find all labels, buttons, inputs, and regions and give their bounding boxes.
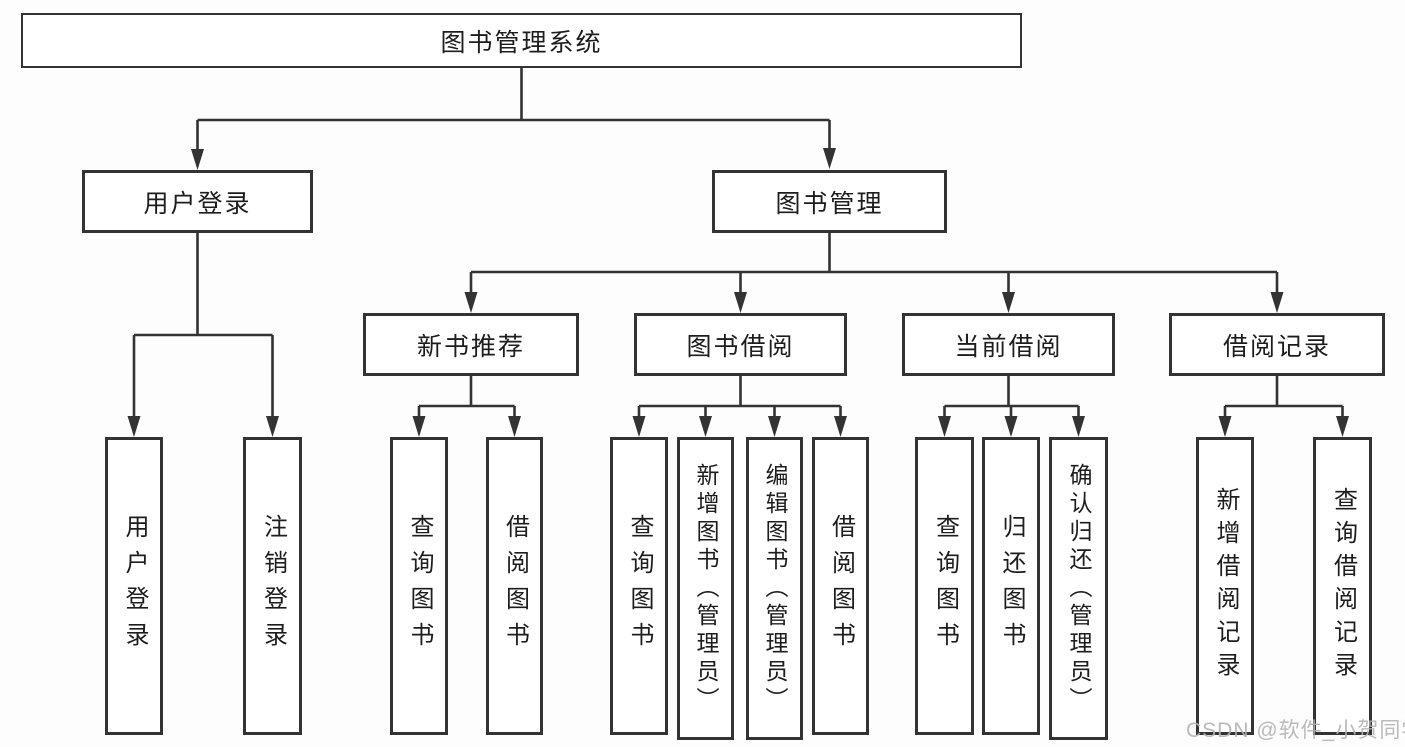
node-label: 查询借阅记录 (1329, 487, 1357, 685)
node-user-login-leaf: 用户登录 (105, 437, 163, 735)
node-label: 确认归还（管理员） (1066, 462, 1092, 715)
node-label: 归还图书 (998, 514, 1025, 658)
node-book-management: 图书管理 (712, 170, 947, 233)
node-borrowing-records: 借阅记录 (1169, 313, 1385, 376)
node-nb-query-books: 查询图书 (390, 437, 448, 735)
node-bb-borrow-books: 借阅图书 (812, 437, 869, 735)
node-new-book-recommend: 新书推荐 (363, 313, 579, 376)
node-label: 查询图书 (626, 514, 653, 658)
node-bb-query-books: 查询图书 (610, 437, 668, 735)
node-library-system: 图书管理系统 (21, 13, 1022, 68)
node-logout-leaf: 注销登录 (243, 437, 302, 735)
node-label: 借阅图书 (827, 514, 855, 658)
node-br-query-record: 查询借阅记录 (1313, 437, 1372, 735)
node-label: 图书管理系统 (440, 28, 603, 57)
node-label: 查询图书 (931, 514, 959, 658)
node-cb-confirm-return-admin: 确认归还（管理员） (1049, 437, 1108, 740)
node-bb-edit-books-admin: 编辑图书（管理员） (746, 437, 803, 740)
node-label: 图书借阅 (686, 332, 795, 361)
node-bb-add-books-admin: 新增图书（管理员） (677, 437, 734, 740)
node-label: 用户登录 (121, 514, 148, 658)
node-label: 注销登录 (259, 514, 287, 658)
node-label: 新书推荐 (416, 332, 525, 361)
node-label: 当前借阅 (954, 332, 1063, 361)
node-book-borrowing: 图书借阅 (634, 313, 847, 376)
node-cb-return-books: 归还图书 (982, 437, 1040, 735)
csdn-watermark: CSDN @软件_小贺同学 (1186, 719, 1405, 742)
node-label: 用户登录 (143, 189, 252, 218)
node-cb-query-books: 查询图书 (915, 437, 974, 735)
node-label: 借阅记录 (1222, 332, 1331, 361)
node-label: 编辑图书（管理员） (762, 462, 788, 715)
node-label: 借阅图书 (501, 514, 529, 658)
node-label: 新增借阅记录 (1212, 487, 1239, 685)
node-current-borrowing: 当前借阅 (902, 313, 1115, 376)
node-label: 新增图书（管理员） (693, 462, 719, 715)
node-label: 图书管理 (775, 189, 884, 218)
node-br-add-record: 新增借阅记录 (1196, 437, 1254, 735)
node-user-login: 用户登录 (82, 170, 313, 233)
node-label: 查询图书 (406, 514, 433, 658)
arrowhead-icons (127, 148, 1349, 437)
node-nb-borrow-books: 借阅图书 (486, 437, 543, 735)
